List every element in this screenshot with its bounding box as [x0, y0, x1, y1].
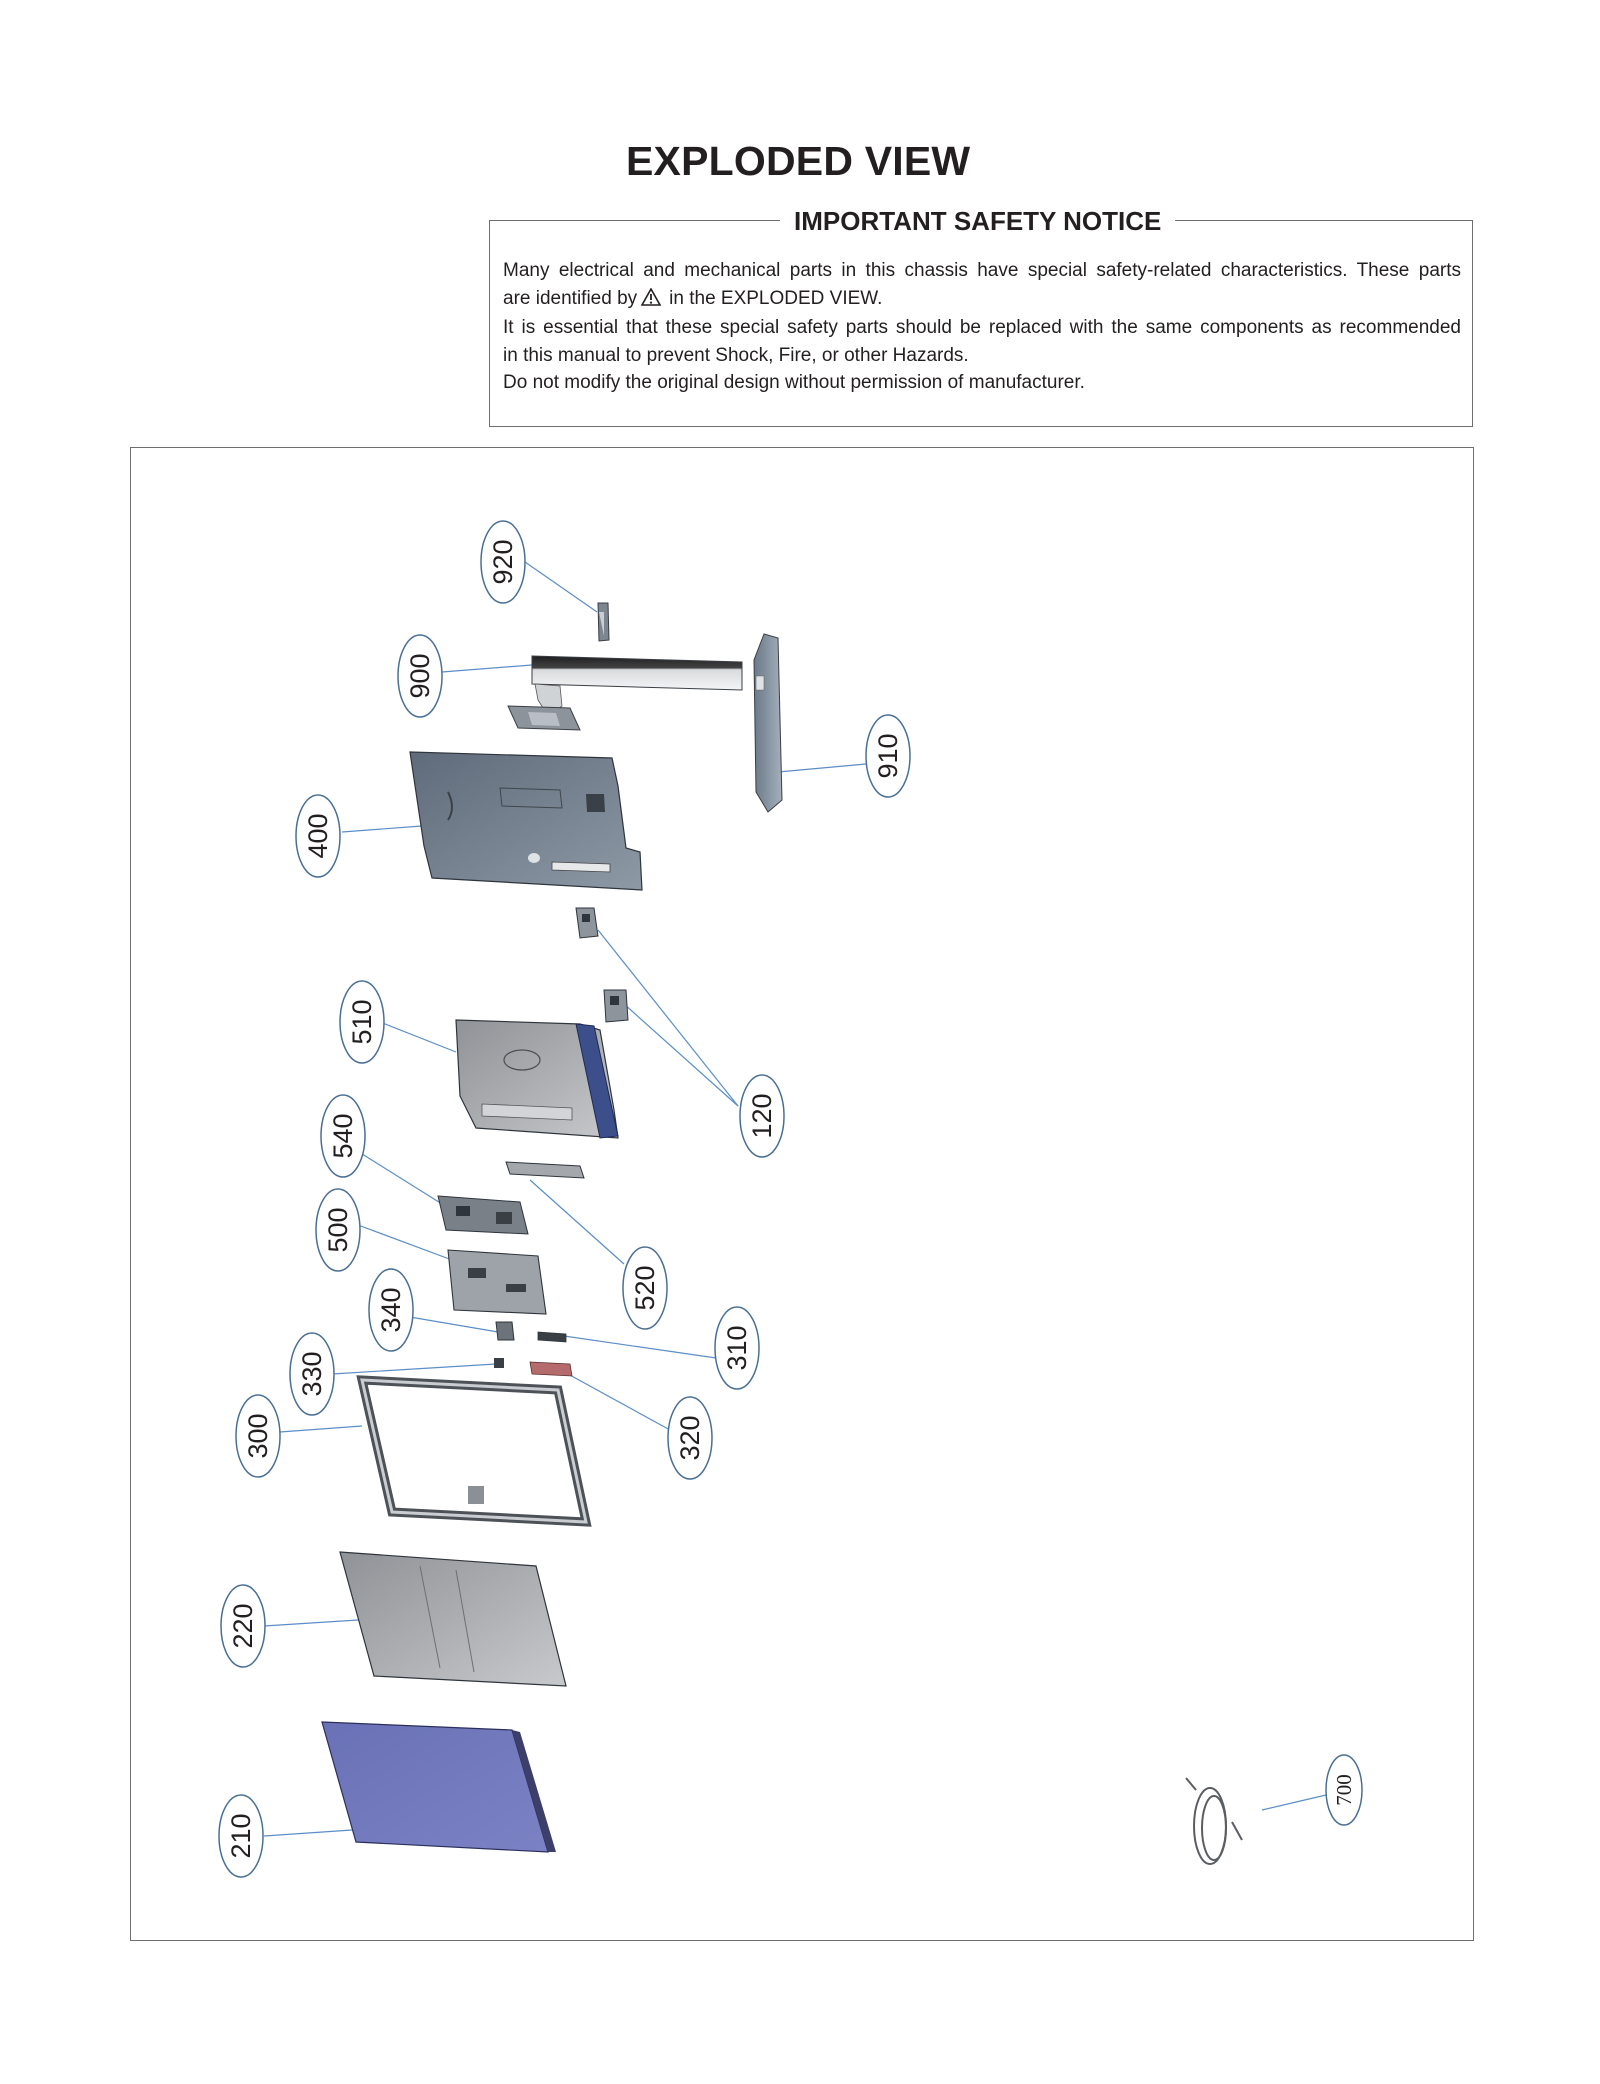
leader-500	[357, 1224, 453, 1261]
part-520-board	[505, 1161, 585, 1179]
svg-text:520: 520	[630, 1265, 660, 1310]
part-label-330: 330	[289, 1332, 335, 1416]
svg-text:330: 330	[297, 1351, 327, 1396]
leader-400	[341, 825, 423, 833]
leader-540	[358, 1151, 443, 1205]
safety-notice-title: IMPORTANT SAFETY NOTICE	[780, 207, 1176, 235]
part-label-340: 340	[368, 1268, 414, 1352]
part-label-540: 540	[320, 1094, 366, 1178]
leader-910	[777, 763, 867, 773]
part-label-500: 500	[315, 1188, 361, 1272]
leader-120b	[623, 1003, 739, 1107]
part-400-rear-cover	[409, 751, 643, 891]
warning-triangle-icon	[640, 286, 663, 315]
leader-220	[263, 1619, 359, 1627]
notice-line-5: Do not modify the original design withou…	[503, 372, 1085, 393]
part-120-brackets	[575, 907, 629, 1023]
leader-510	[379, 1021, 457, 1053]
part-310	[537, 1331, 567, 1343]
leader-700	[1261, 1794, 1327, 1811]
notice-line-1: Many electrical and mechanical parts in …	[503, 260, 1461, 281]
part-540-board	[437, 1195, 529, 1235]
part-label-310: 310	[714, 1306, 760, 1390]
notice-line-2: are identified by in the EXPLODED VIEW.	[503, 285, 1461, 315]
part-label-300: 300	[235, 1394, 281, 1478]
part-label-320: 320	[667, 1396, 713, 1480]
svg-text:400: 400	[303, 813, 333, 858]
part-700-cable	[1185, 1777, 1243, 1865]
part-label-220: 220	[220, 1584, 266, 1668]
svg-text:510: 510	[347, 999, 377, 1044]
part-label-520: 520	[622, 1246, 668, 1330]
part-210-panel	[321, 1721, 556, 1853]
svg-text:540: 540	[328, 1113, 358, 1158]
svg-text:910: 910	[873, 733, 903, 778]
leader-120a	[597, 929, 739, 1107]
svg-text:220: 220	[228, 1603, 258, 1648]
leader-520	[529, 1179, 625, 1265]
leader-320	[567, 1373, 671, 1431]
svg-text:120: 120	[747, 1093, 777, 1138]
part-500-board	[447, 1249, 547, 1315]
part-330	[494, 1358, 504, 1368]
part-label-700: 700	[1325, 1754, 1363, 1826]
safety-notice-box: IMPORTANT SAFETY NOTICE Many electrical …	[489, 207, 1473, 427]
part-300-frame	[356, 1375, 592, 1527]
part-label-120: 120	[739, 1074, 785, 1158]
part-510-chassis	[455, 1019, 619, 1139]
part-label-510: 510	[339, 980, 385, 1064]
leader-210	[263, 1829, 353, 1837]
page-title: EXPLODED VIEW	[626, 138, 971, 184]
svg-text:300: 300	[243, 1413, 273, 1458]
svg-text:310: 310	[722, 1325, 752, 1370]
part-label-400: 400	[295, 794, 341, 878]
leader-920	[524, 561, 598, 613]
exploded-diagram-frame	[130, 447, 1474, 1941]
part-910-stand-base	[753, 633, 783, 813]
notice-line-2-start: are identified by	[503, 287, 638, 309]
part-920-clip	[597, 602, 610, 642]
part-label-910: 910	[865, 714, 911, 798]
svg-text:340: 340	[376, 1287, 406, 1332]
leader-300	[279, 1425, 363, 1433]
svg-text:500: 500	[323, 1207, 353, 1252]
leader-310	[563, 1335, 717, 1359]
svg-text:900: 900	[405, 653, 435, 698]
svg-text:700: 700	[1332, 1774, 1356, 1806]
svg-text:210: 210	[226, 1813, 256, 1858]
part-900-stand-bar	[507, 655, 743, 731]
notice-line-3: It is essential that these special safet…	[503, 317, 1461, 338]
notice-line-2-end: in the EXPLODED VIEW.	[669, 287, 883, 309]
part-320	[529, 1361, 573, 1377]
notice-line-4: in this manual to prevent Shock, Fire, o…	[503, 344, 969, 366]
svg-text:320: 320	[675, 1415, 705, 1460]
svg-text:920: 920	[488, 539, 518, 584]
part-label-900: 900	[397, 634, 443, 718]
part-label-920: 920	[480, 520, 526, 604]
leader-330	[331, 1363, 497, 1375]
part-220-backlight	[339, 1551, 567, 1687]
safety-notice-body: Many electrical and mechanical parts in …	[503, 257, 1461, 397]
part-340	[495, 1321, 515, 1341]
leader-900	[441, 664, 533, 673]
part-label-210: 210	[218, 1794, 264, 1878]
leader-340	[403, 1315, 499, 1333]
